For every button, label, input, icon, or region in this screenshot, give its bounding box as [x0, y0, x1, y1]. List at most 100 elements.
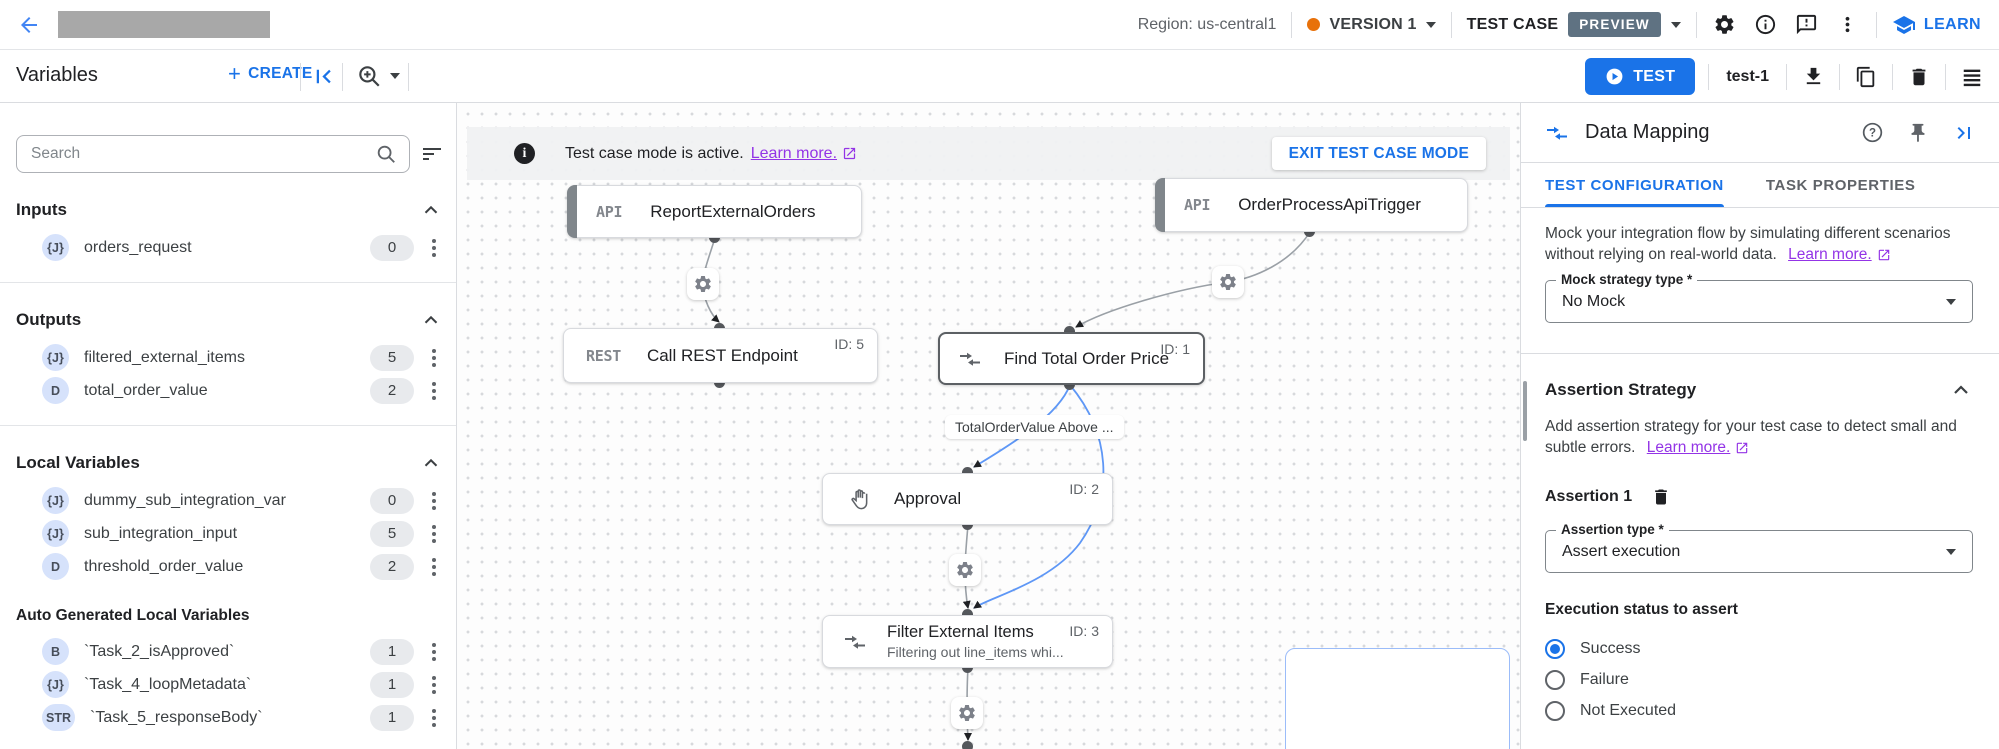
- test-case-label: TEST CASE: [1466, 15, 1559, 33]
- assertion-type-select[interactable]: Assertion type * Assert execution: [1545, 522, 1973, 573]
- download-button[interactable]: [1800, 64, 1826, 90]
- variable-name: `Task_2_isApproved`: [84, 642, 235, 660]
- edge-gear-button[interactable]: [951, 697, 983, 729]
- variable-row[interactable]: D total_order_value 2: [0, 374, 456, 407]
- page-title: Variables: [16, 64, 98, 86]
- panel-scrollbar[interactable]: [1523, 381, 1527, 441]
- top-app-bar: Region: us-central1 VERSION 1 TEST CASE …: [0, 0, 1999, 50]
- variable-row[interactable]: {J} orders_request 0: [0, 231, 456, 264]
- pin-button[interactable]: [1905, 120, 1931, 146]
- assertion-learn-more-link[interactable]: Learn more.: [1647, 437, 1750, 458]
- more-options-icon[interactable]: [432, 355, 436, 360]
- variable-type-icon: {J}: [42, 234, 69, 261]
- variable-row[interactable]: STR `Task_5_responseBody` 1: [0, 701, 456, 734]
- radio-label: Success: [1580, 639, 1641, 657]
- variable-row[interactable]: {J} dummy_sub_integration_var 0: [0, 484, 456, 517]
- node-report-external-orders[interactable]: API ReportExternalOrders: [567, 185, 862, 238]
- variables-sidebar: Inputs {J} orders_request 0 Outputs {J} …: [0, 103, 457, 749]
- more-options-icon[interactable]: [432, 498, 436, 503]
- learn-button[interactable]: LEARN: [1892, 13, 1981, 37]
- close-panel-button[interactable]: [1951, 120, 1977, 146]
- variable-row[interactable]: B `Task_2_isApproved` 1: [0, 635, 456, 668]
- chevron-up-icon[interactable]: [420, 199, 442, 221]
- caret-down-icon[interactable]: [1670, 21, 1681, 28]
- redacted-title-block: [58, 11, 270, 38]
- last-page-icon: [1957, 126, 1970, 139]
- data-mapping-icon: [1547, 126, 1567, 140]
- more-options-icon[interactable]: [432, 649, 436, 654]
- test-button[interactable]: TEST: [1585, 58, 1696, 95]
- delete-assertion-button[interactable]: [1648, 484, 1674, 510]
- node-order-process-api-trigger[interactable]: API OrderProcessApiTrigger: [1155, 178, 1468, 232]
- connection-dot[interactable]: [962, 609, 973, 620]
- copy-icon: [1856, 66, 1875, 87]
- banner-learn-more-link[interactable]: Learn more.: [751, 145, 857, 163]
- variable-type-icon: {J}: [42, 487, 69, 514]
- more-options-icon[interactable]: [432, 531, 436, 536]
- version-dropdown[interactable]: VERSION 1: [1307, 16, 1436, 34]
- variable-row[interactable]: {J} sub_integration_input 5: [0, 517, 456, 550]
- mock-strategy-select[interactable]: Mock strategy type * No Mock: [1545, 272, 1973, 323]
- gear-icon: [695, 276, 711, 292]
- tab-test-configuration[interactable]: TEST CONFIGURATION: [1545, 163, 1724, 207]
- chevron-up-icon[interactable]: [420, 452, 442, 474]
- more-options-icon[interactable]: [432, 245, 436, 250]
- open-in-new-icon: [1878, 249, 1889, 260]
- node-id-label: ID: 3: [1069, 623, 1099, 639]
- info-button[interactable]: [1753, 12, 1779, 38]
- edge-gear-button[interactable]: [949, 554, 981, 586]
- create-variable-button[interactable]: + CREATE: [228, 63, 313, 85]
- more-options-icon[interactable]: [432, 715, 436, 720]
- help-button[interactable]: ?: [1859, 120, 1885, 146]
- variable-name: `Task_4_loopMetadata`: [84, 675, 252, 693]
- edge-gear-button[interactable]: [687, 268, 719, 300]
- canvas-zoom-control[interactable]: [356, 63, 400, 89]
- connection-dot[interactable]: [962, 467, 973, 478]
- variable-row[interactable]: D threshold_order_value 2: [0, 550, 456, 583]
- settings-button[interactable]: [1712, 12, 1738, 38]
- divider: [1892, 63, 1893, 90]
- test-button-label: TEST: [1633, 67, 1676, 85]
- mock-learn-more-link[interactable]: Learn more.: [1788, 244, 1891, 265]
- connection-dot[interactable]: [1064, 326, 1075, 337]
- node-filter-external-items[interactable]: Filter External Items Filtering out line…: [822, 615, 1113, 668]
- variable-count-badge: 5: [370, 344, 414, 371]
- divider: [1875, 11, 1877, 38]
- more-options-icon[interactable]: [432, 388, 436, 393]
- local-variables-list: {J} dummy_sub_integration_var 0 {J} sub_…: [0, 484, 456, 583]
- sort-icon[interactable]: [420, 142, 444, 166]
- radio-option[interactable]: Success: [1545, 633, 1973, 664]
- radio-option[interactable]: Failure: [1545, 664, 1973, 695]
- divider: [342, 63, 343, 91]
- collapse-sidebar-button[interactable]: [310, 63, 337, 90]
- tab-task-properties[interactable]: TASK PROPERTIES: [1765, 176, 1916, 194]
- edge-gear-button[interactable]: [1212, 266, 1244, 298]
- chevron-up-icon[interactable]: [420, 309, 442, 331]
- exit-test-case-mode-button[interactable]: EXIT TEST CASE MODE: [1271, 137, 1486, 170]
- radio-option[interactable]: Not Executed: [1545, 695, 1973, 726]
- copy-button[interactable]: [1853, 64, 1879, 90]
- chevron-up-icon[interactable]: [1949, 378, 1973, 402]
- node-approval[interactable]: Approval ID: 2: [822, 473, 1113, 525]
- list-icon: [1963, 69, 1981, 86]
- more-options-button[interactable]: [1835, 12, 1861, 38]
- node-call-rest-endpoint[interactable]: REST Call REST Endpoint ID: 5: [563, 328, 878, 383]
- open-in-new-icon: [1737, 442, 1748, 453]
- connection-dot[interactable]: [962, 741, 973, 749]
- radio-label: Not Executed: [1580, 701, 1677, 719]
- search-input[interactable]: [31, 145, 375, 163]
- variable-row[interactable]: {J} `Task_4_loopMetadata` 1: [0, 668, 456, 701]
- test-cases-list-button[interactable]: [1959, 64, 1985, 90]
- feedback-button[interactable]: [1794, 12, 1820, 38]
- caret-down-icon: [1946, 548, 1956, 555]
- flow-canvas[interactable]: i Test case mode is active. Learn more. …: [457, 103, 1520, 749]
- variable-count-badge: 1: [370, 638, 414, 665]
- variable-row[interactable]: {J} filtered_external_items 5: [0, 341, 456, 374]
- back-button[interactable]: [16, 12, 42, 38]
- variable-name: orders_request: [84, 238, 192, 256]
- more-options-icon[interactable]: [432, 682, 436, 687]
- first-page-icon: [316, 69, 331, 84]
- delete-button[interactable]: [1906, 64, 1932, 90]
- node-find-total-order-price[interactable]: Find Total Order Price ID: 1: [938, 332, 1205, 385]
- more-options-icon[interactable]: [432, 564, 436, 569]
